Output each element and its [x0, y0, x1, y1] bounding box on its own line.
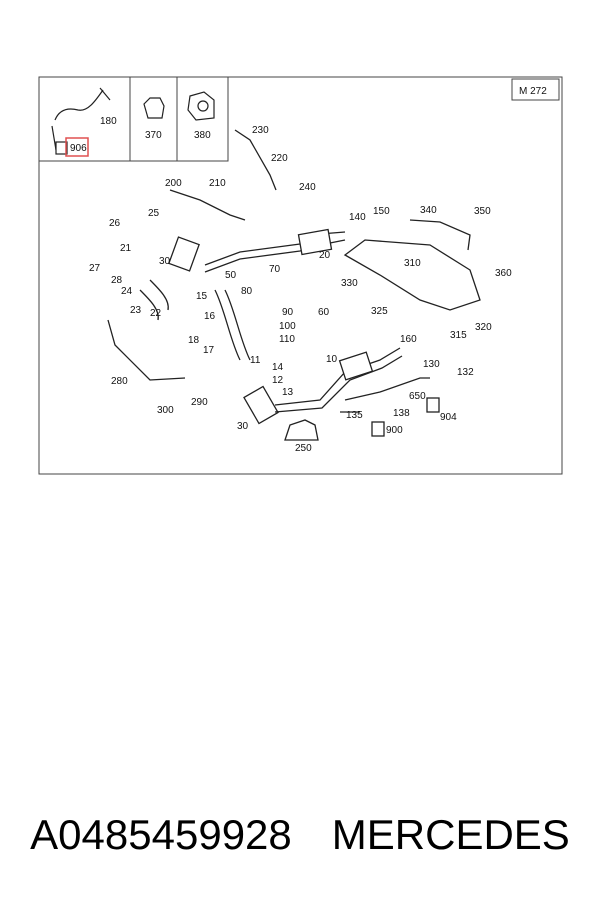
inset-panels: [38, 76, 229, 162]
exhaust-line-art: [107, 129, 481, 441]
part-label: 60: [318, 307, 330, 318]
oxygen-sensor-drawing: [51, 87, 111, 155]
part-label: 160: [400, 334, 417, 345]
part-label: 220: [271, 153, 288, 164]
part-label: 150: [373, 206, 390, 217]
part-label: 23: [130, 305, 142, 316]
part-label: 140: [349, 212, 366, 223]
part-label: 10: [326, 354, 338, 365]
bracket-drawings: [143, 91, 215, 121]
part-label: 138: [393, 408, 410, 419]
part-label: 300: [157, 405, 174, 416]
part-label: 22: [150, 308, 162, 319]
part-label: 200: [165, 178, 182, 189]
part-label: 27: [89, 263, 101, 274]
part-label: 130: [423, 359, 440, 370]
part-label: 230: [252, 125, 269, 136]
part-label: 50: [225, 270, 237, 281]
part-label: 350: [474, 206, 491, 217]
part-label: 325: [371, 306, 388, 317]
part-label: 315: [450, 330, 467, 341]
part-label: 904: [440, 412, 457, 423]
part-label: 110: [279, 334, 295, 345]
part-label: 24: [121, 286, 133, 297]
part-label: 135: [346, 410, 363, 421]
model-badge-box: [511, 78, 560, 101]
part-label: 250: [295, 443, 312, 454]
part-label: 360: [495, 268, 512, 279]
part-label: 11: [250, 355, 261, 366]
part-label: 280: [111, 376, 128, 387]
part-label: 13: [282, 387, 294, 398]
part-label: 15: [196, 291, 208, 302]
part-label: 18: [188, 335, 200, 346]
part-label: 14: [272, 362, 284, 373]
part-label: 100: [279, 321, 296, 332]
part-caption: A0485459928 MERCEDES: [0, 800, 600, 870]
inset-label-370: 370: [145, 130, 162, 141]
part-label: 16: [204, 311, 216, 322]
part-label: 30: [237, 421, 249, 432]
part-label: 25: [148, 208, 160, 219]
part-label: 310: [404, 258, 421, 269]
inset-label-906: 906: [70, 143, 87, 154]
inset-label-380: 380: [194, 130, 211, 141]
part-label: 340: [420, 205, 437, 216]
part-labels: 230 220 240 200 210 26 25 21 27 28 24 23…: [89, 125, 512, 454]
part-label: 17: [203, 345, 215, 356]
part-label: 900: [386, 425, 403, 436]
part-label: 240: [299, 182, 316, 193]
part-label: 132: [457, 367, 474, 378]
inset-label-180: 180: [100, 116, 117, 127]
model-badge: M 272: [519, 86, 547, 97]
part-label: 330: [341, 278, 358, 289]
part-label: 26: [109, 218, 121, 229]
highlight-box: [65, 137, 89, 157]
part-label: 650: [409, 391, 426, 402]
part-label: 320: [475, 322, 492, 333]
brand-name: MERCEDES: [331, 811, 570, 858]
part-label: 30: [159, 256, 171, 267]
part-label: 70: [269, 264, 281, 275]
part-label: 290: [191, 397, 208, 408]
part-label: 21: [120, 243, 132, 254]
part-label: 80: [241, 286, 253, 297]
part-label: 90: [282, 307, 294, 318]
diagram-frame: [38, 76, 563, 475]
part-label: 210: [209, 178, 226, 189]
part-label: 20: [319, 250, 331, 261]
part-label: 28: [111, 275, 123, 286]
part-code: A0485459928: [30, 811, 292, 858]
part-label: 12: [272, 375, 284, 386]
